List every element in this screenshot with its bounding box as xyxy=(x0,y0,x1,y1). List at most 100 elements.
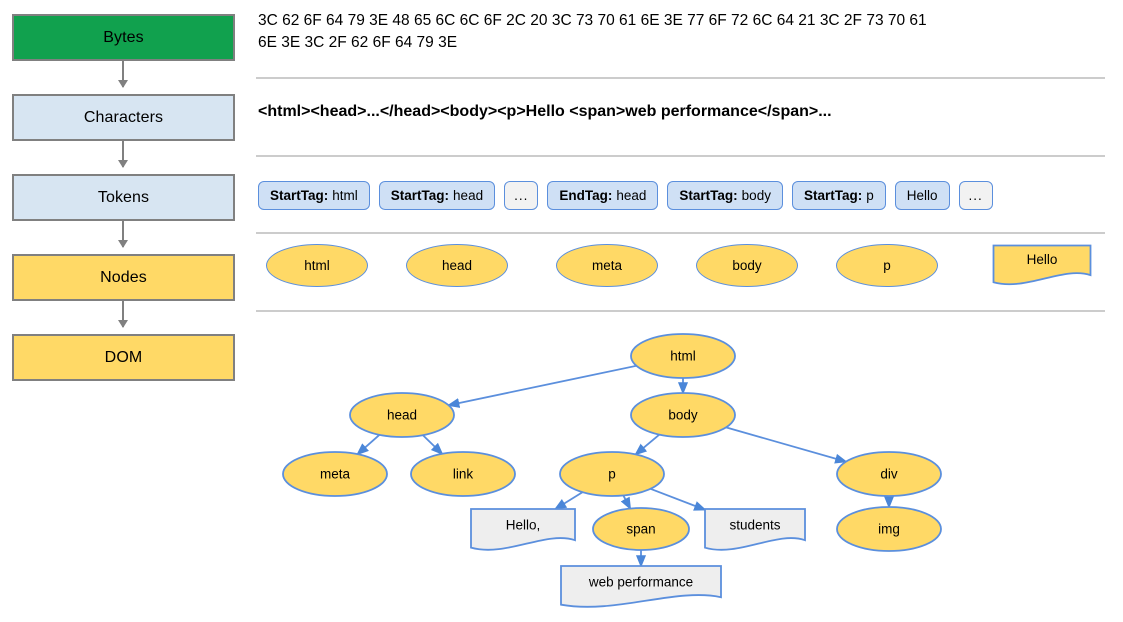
pipeline-arrow-characters-to-tokens xyxy=(118,141,128,168)
pipeline-step-label: DOM xyxy=(104,348,143,366)
tree-element-node: head xyxy=(349,392,455,438)
node-label: div xyxy=(880,467,898,482)
node-label: p xyxy=(608,467,616,482)
tree-edge xyxy=(356,434,381,456)
token-kind: StartTag: xyxy=(679,188,738,203)
node-ellipse-shape xyxy=(630,333,736,379)
text-node-document: Hello xyxy=(992,244,1092,290)
token-value: p xyxy=(866,188,874,203)
node-ellipse: p xyxy=(836,244,938,287)
node-label: Hello, xyxy=(506,518,541,533)
pipeline-step-label: Characters xyxy=(83,108,164,126)
node-label: head xyxy=(387,408,417,423)
node-ellipse-shape xyxy=(836,506,942,552)
token-kind: StartTag: xyxy=(390,188,450,203)
pipeline-step-label: Nodes xyxy=(100,268,147,286)
node-label: web performance xyxy=(588,575,693,590)
tree-element-node: body xyxy=(630,392,736,438)
token-chip: StartTag:body xyxy=(667,181,783,210)
node-label: html xyxy=(670,349,696,364)
pipeline-step-characters: Characters xyxy=(12,94,235,141)
tree-edge xyxy=(725,426,848,464)
node-label: span xyxy=(626,522,655,537)
token-chip: StartTag:head xyxy=(378,181,496,210)
pipeline-step-nodes: Nodes xyxy=(12,254,235,301)
nodes-strip: html head meta body p Hello xyxy=(258,244,1108,294)
node-label: head xyxy=(441,258,473,273)
token-value: head xyxy=(616,188,647,203)
node-ellipse-shape xyxy=(630,392,736,438)
tree-element-node: span xyxy=(592,507,690,551)
token-value: ... xyxy=(514,188,529,203)
tree-element-node: meta xyxy=(282,451,388,497)
tree-element-node: html xyxy=(630,333,736,379)
node-label: body xyxy=(732,258,762,273)
node-ellipse: head xyxy=(406,244,508,287)
node-label: meta xyxy=(320,467,351,482)
pipeline-step-label: Bytes xyxy=(103,28,144,46)
divider-characters-tokens xyxy=(256,155,1105,157)
node-ellipse-shape xyxy=(410,451,516,497)
tree-edge xyxy=(446,364,637,408)
tree-element-node: div xyxy=(836,451,942,497)
divider-nodes-dom xyxy=(256,310,1105,312)
node-label: Hello xyxy=(1026,252,1058,267)
tree-edge xyxy=(553,491,584,510)
node-label: link xyxy=(453,467,474,482)
node-ellipse: body xyxy=(696,244,798,287)
document-shape-icon xyxy=(704,508,806,551)
document-shape-icon xyxy=(992,244,1092,286)
divider-bytes-characters xyxy=(256,77,1105,79)
node-ellipse: meta xyxy=(556,244,658,287)
token-chip: StartTag:html xyxy=(258,181,370,210)
tree-edge xyxy=(422,434,444,456)
pipeline-arrow-tokens-to-nodes xyxy=(118,221,128,248)
pipeline-step-bytes: Bytes xyxy=(12,14,235,61)
token-value: body xyxy=(741,188,771,203)
tree-edge xyxy=(650,487,707,511)
pipeline-step-label: Tokens xyxy=(97,188,150,206)
document-shape-icon xyxy=(470,508,576,551)
node-ellipse-shape xyxy=(559,451,665,497)
token-chip: ... xyxy=(504,181,539,210)
token-chip: Hello xyxy=(894,181,950,210)
token-kind: EndTag: xyxy=(559,188,613,203)
characters-markup-text: <html><head>...</head><body><p>Hello <sp… xyxy=(258,103,832,120)
pipeline-step-tokens: Tokens xyxy=(12,174,235,221)
node-ellipse-shape xyxy=(349,392,455,438)
dom-tree-edges xyxy=(356,364,895,568)
pipeline-step-dom: DOM xyxy=(12,334,235,381)
divider-tokens-nodes xyxy=(256,232,1105,234)
node-label: html xyxy=(304,258,330,273)
token-kind: StartTag: xyxy=(803,188,863,203)
tree-element-node: link xyxy=(410,451,516,497)
token-value: html xyxy=(332,188,358,203)
node-label: body xyxy=(668,408,698,423)
tree-element-node: p xyxy=(559,451,665,497)
tree-text-node: Hello, xyxy=(470,508,576,551)
node-label: p xyxy=(883,258,891,273)
token-kind: StartTag: xyxy=(270,188,329,203)
tree-element-node: img xyxy=(836,506,942,552)
token-chip: EndTag:head xyxy=(547,181,659,210)
document-shape-icon xyxy=(560,565,722,608)
node-label: img xyxy=(878,522,900,537)
node-label: students xyxy=(729,518,780,533)
token-value: Hello xyxy=(906,188,938,203)
pipeline-arrow-bytes-to-characters xyxy=(118,61,128,88)
pipeline-arrow-nodes-to-dom xyxy=(118,301,128,328)
tree-text-node: web performance xyxy=(560,565,722,608)
tree-text-node: students xyxy=(704,508,806,551)
tree-edge xyxy=(634,433,660,456)
node-ellipse-shape xyxy=(836,451,942,497)
token-chip: ... xyxy=(958,181,993,210)
node-ellipse: html xyxy=(266,244,368,287)
node-ellipse-shape xyxy=(592,507,690,551)
token-value: head xyxy=(453,188,484,203)
token-value: ... xyxy=(968,188,983,203)
token-chip: StartTag:p xyxy=(791,181,886,210)
tree-edge xyxy=(620,495,632,511)
node-label: meta xyxy=(591,258,622,273)
